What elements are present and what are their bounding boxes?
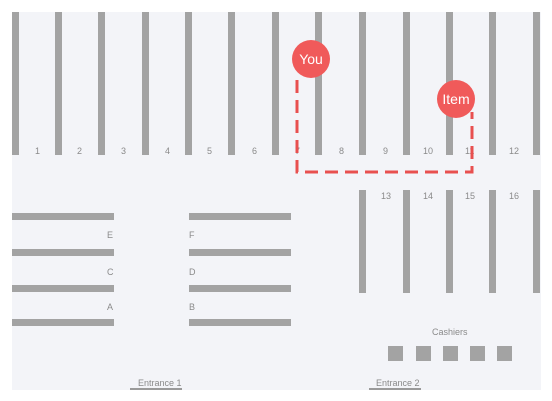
shelf-top-8: [315, 12, 322, 155]
shelf-top-5: [185, 12, 192, 155]
shelf-bottom-3: [446, 190, 453, 293]
shelf-top-9: [359, 12, 366, 155]
shelf-left-1: [12, 213, 114, 220]
shelf-mid-4: [189, 319, 291, 326]
you-marker[interactable]: You: [292, 40, 330, 78]
aisle-label-8: 8: [339, 146, 345, 156]
aisle-label-16: 16: [509, 191, 520, 201]
item-marker-label: Item: [442, 91, 470, 107]
aisle-label-4: 4: [165, 146, 171, 156]
aisle-label-1: 1: [35, 146, 41, 156]
entrance-2-marker: [369, 388, 421, 390]
shelf-top-1: [12, 12, 19, 155]
shelf-bottom-1: [359, 190, 366, 293]
cash-register-2: [416, 346, 431, 361]
shelf-top-7: [272, 12, 279, 155]
aisle-label-11: 11: [465, 146, 475, 156]
aisle-label-15: 15: [465, 191, 476, 201]
shelf-mid-1: [189, 213, 291, 220]
aisle-label-12: 12: [509, 146, 520, 156]
aisle-label-2: 2: [77, 146, 83, 156]
shelf-bottom-4: [489, 190, 496, 293]
shelf-mid-2: [189, 249, 291, 256]
shelf-left-4: [12, 319, 114, 326]
aisle-label-6: 6: [252, 146, 258, 156]
entrance-1-label: Entrance 1: [138, 378, 182, 388]
cash-register-5: [497, 346, 512, 361]
shelf-top-6: [228, 12, 235, 155]
shelf-top-3: [98, 12, 105, 155]
item-marker[interactable]: Item: [437, 80, 475, 118]
aisle-label-5: 5: [207, 146, 213, 156]
shelf-bottom-5: [533, 190, 540, 293]
cash-register-4: [470, 346, 485, 361]
cashiers-label: Cashiers: [432, 327, 468, 337]
cash-register-1: [388, 346, 403, 361]
aisle-label-e: E: [107, 230, 114, 240]
aisle-label-14: 14: [423, 191, 434, 201]
aisle-label-c: C: [107, 267, 114, 277]
aisle-label-3: 3: [121, 146, 127, 156]
aisle-label-10: 10: [423, 146, 434, 156]
aisle-label-f: F: [189, 230, 195, 240]
cash-register-3: [443, 346, 458, 361]
entrance-2-label: Entrance 2: [376, 378, 420, 388]
shelf-bottom-2: [403, 190, 410, 293]
shelf-top-4: [142, 12, 149, 155]
shelf-top-12: [489, 12, 496, 155]
aisle-label-d: D: [189, 267, 196, 277]
shelf-left-3: [12, 285, 114, 292]
shelf-top-10: [403, 12, 410, 155]
aisle-label-13: 13: [381, 191, 392, 201]
aisle-label-b: B: [189, 302, 196, 312]
aisle-label-9: 9: [383, 146, 389, 156]
shelf-top-13: [533, 12, 540, 155]
aisle-label-a: A: [107, 302, 114, 312]
shelf-left-2: [12, 249, 114, 256]
shelf-mid-3: [189, 285, 291, 292]
entrance-1-marker: [130, 388, 182, 390]
shelf-top-2: [55, 12, 62, 155]
you-marker-label: You: [299, 51, 323, 67]
